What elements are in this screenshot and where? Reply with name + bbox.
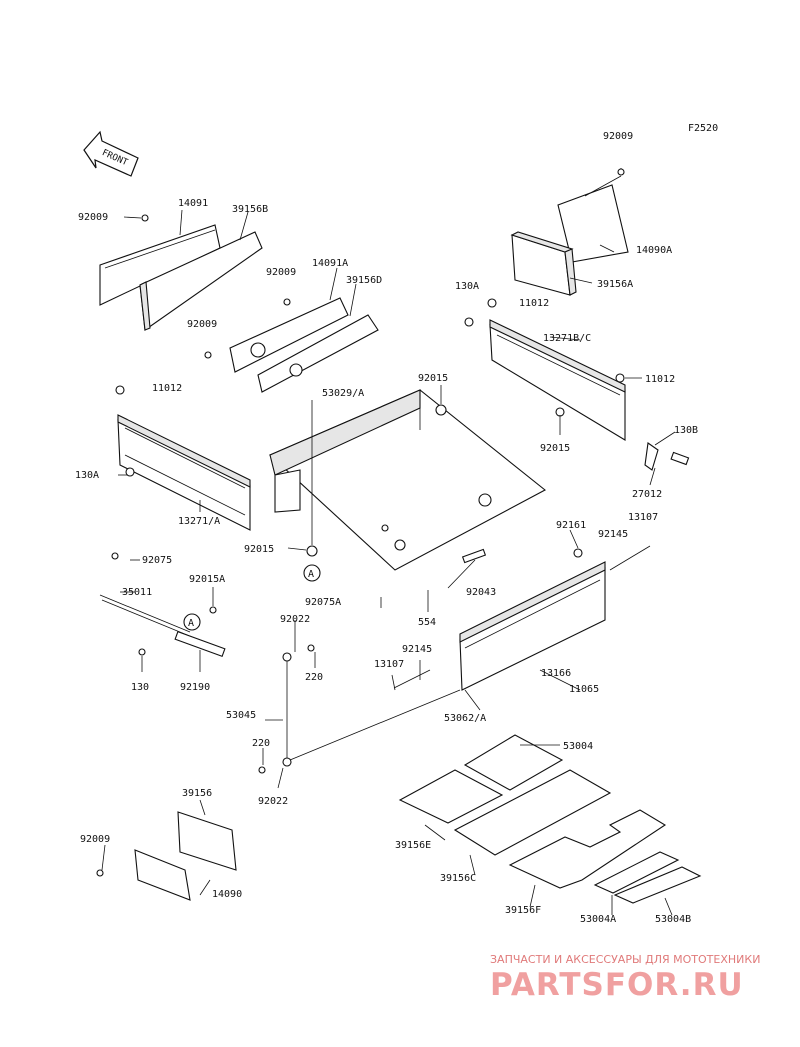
label-53004B: 53004B	[655, 914, 691, 925]
mat-39156E	[398, 769, 504, 824]
label-14090A: 14090A	[636, 245, 672, 256]
label-130A-r: 130A	[455, 281, 479, 292]
gate-13271BC	[464, 298, 690, 471]
label-220-b: 220	[252, 738, 270, 749]
mats	[398, 734, 702, 904]
panel-14090	[96, 849, 191, 901]
label-35011: 35011	[122, 587, 152, 598]
callout-a-top: A	[303, 564, 321, 582]
mat-53004B	[613, 866, 702, 904]
label-11012-r: 11012	[645, 374, 675, 385]
callout-a-left: A	[183, 613, 201, 631]
label-92015-r: 92015	[540, 443, 570, 454]
label-92015-c: 92015	[418, 373, 448, 384]
label-92075: 92075	[142, 555, 172, 566]
pad-39156A	[510, 231, 577, 296]
label-13271A: 13271/A	[178, 516, 220, 527]
label-53004A: 53004A	[580, 914, 616, 925]
label-554: 554	[418, 617, 436, 628]
label-53029A: 53029/A	[322, 388, 364, 399]
rail-14091A	[204, 297, 349, 373]
part-labels: F2520 92009 14090A 39156A 11012 130A 132…	[75, 123, 718, 925]
mat-39156C	[453, 769, 612, 856]
label-92009-m: 92009	[266, 267, 296, 278]
label-39156A: 39156A	[597, 279, 633, 290]
label-11065: 11065	[569, 684, 599, 695]
label-220-t: 220	[305, 672, 323, 683]
latch-35011	[99, 552, 226, 658]
label-92022-t: 92022	[280, 614, 310, 625]
label-14091A: 14091A	[312, 258, 348, 269]
callout-a-top-label: A	[308, 569, 314, 580]
gate-13271A	[115, 385, 251, 531]
label-13166: 13166	[541, 668, 571, 679]
label-13107-r: 13107	[628, 512, 658, 523]
label-39156D: 39156D	[346, 275, 382, 286]
label-39156B: 39156B	[232, 204, 268, 215]
label-130: 130	[131, 682, 149, 693]
label-92190: 92190	[180, 682, 210, 693]
label-27012: 27012	[632, 489, 662, 500]
bed-53029A	[269, 389, 546, 571]
label-92075A: 92075A	[305, 597, 341, 608]
label-92009-tr: 92009	[603, 131, 633, 142]
leader-lines	[101, 209, 676, 916]
label-92145-r: 92145	[598, 529, 628, 540]
tailgate-53062A	[393, 545, 651, 691]
label-92043: 92043	[466, 587, 496, 598]
label-39156F: 39156F	[505, 905, 541, 916]
cable-53045	[258, 644, 461, 774]
front-arrow-icon: FRONT	[83, 130, 139, 177]
label-92009-l: 92009	[78, 212, 108, 223]
label-14090: 14090	[212, 889, 242, 900]
mat-39156F	[508, 809, 667, 889]
watermark: ЗАПЧАСТИ И АКСЕССУАРЫ ДЛЯ МОТОТЕХНИКИ PA…	[490, 953, 760, 1003]
label-39156C: 39156C	[440, 873, 476, 884]
label-53062A: 53062/A	[444, 713, 486, 724]
label-39156: 39156	[182, 788, 212, 799]
rail-39156D	[257, 314, 379, 393]
label-92015A: 92015A	[189, 574, 225, 585]
label-39156E: 39156E	[395, 840, 431, 851]
rail-39156B	[139, 231, 263, 331]
label-11012-l: 11012	[152, 383, 182, 394]
label-92015-b: 92015	[244, 544, 274, 555]
label-130B: 130B	[674, 425, 698, 436]
label-92161: 92161	[556, 520, 586, 531]
mat-53004A	[593, 851, 680, 894]
watermark-logo: PARTSFOR.RU	[490, 967, 744, 1003]
label-92145-m: 92145	[402, 644, 432, 655]
label-13107-m: 13107	[374, 659, 404, 670]
panel-14090A	[557, 168, 629, 263]
label-92022-b: 92022	[258, 796, 288, 807]
label-14091: 14091	[178, 198, 208, 209]
label-92009-b: 92009	[80, 834, 110, 845]
watermark-tagline: ЗАПЧАСТИ И АКСЕССУАРЫ ДЛЯ МОТОТЕХНИКИ	[490, 953, 760, 966]
label-130A-l: 130A	[75, 470, 99, 481]
label-13271BC: 13271B/C	[543, 333, 591, 344]
callout-a-left-label: A	[188, 618, 194, 629]
figure-code: F2520	[688, 123, 718, 134]
label-92009-m2: 92009	[187, 319, 217, 330]
panel-39156	[177, 811, 237, 871]
label-53004: 53004	[563, 741, 593, 752]
label-11012-t: 11012	[519, 298, 549, 309]
label-53045: 53045	[226, 710, 256, 721]
mat-53004	[463, 734, 564, 791]
